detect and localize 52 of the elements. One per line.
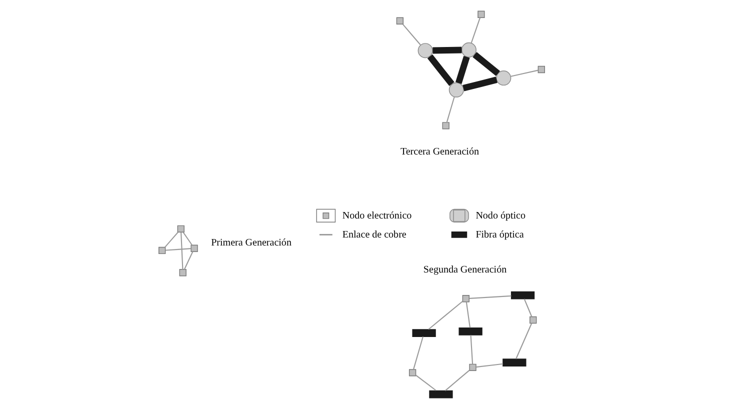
label: Tercera Generación xyxy=(400,146,478,158)
connector xyxy=(462,76,497,92)
node-box xyxy=(462,295,469,302)
legend-label: Fibra óptica xyxy=(475,229,524,240)
node-box xyxy=(408,369,416,376)
connector xyxy=(515,323,532,360)
connector xyxy=(475,363,502,368)
connector xyxy=(180,232,183,270)
legend-label: Nodo óptico xyxy=(475,210,526,222)
connector xyxy=(523,298,532,317)
legend-label: Enlace de cobre xyxy=(342,229,406,240)
connector xyxy=(468,295,511,299)
connector xyxy=(470,335,473,364)
node-box xyxy=(537,66,544,74)
connector xyxy=(510,70,538,77)
node-circle xyxy=(448,82,464,98)
node-circle xyxy=(460,42,476,58)
connector xyxy=(182,232,192,246)
connector xyxy=(470,17,480,44)
connector xyxy=(412,336,424,370)
node-box xyxy=(468,364,476,371)
connector xyxy=(402,24,421,46)
connector xyxy=(444,370,470,392)
label: Segunda Generación xyxy=(422,264,506,276)
connector xyxy=(472,52,500,76)
node-box xyxy=(158,246,166,254)
connector xyxy=(426,54,454,86)
label: Primera Generación xyxy=(210,237,291,248)
node-bar xyxy=(510,291,534,300)
connector xyxy=(165,248,191,251)
connector xyxy=(428,300,462,330)
node-bar xyxy=(428,390,452,398)
node-box xyxy=(477,10,484,18)
node-circle xyxy=(496,70,511,86)
connector xyxy=(183,252,193,270)
connector xyxy=(446,96,454,123)
connector xyxy=(432,46,462,54)
node-bar xyxy=(412,329,436,337)
node-box xyxy=(178,269,186,276)
legend-label: Nodo electrónico xyxy=(342,210,412,222)
node-box xyxy=(396,17,404,24)
node-box xyxy=(176,225,184,232)
node-box xyxy=(190,244,198,252)
connector xyxy=(465,302,470,328)
node-bar xyxy=(502,358,526,366)
connector xyxy=(415,374,436,391)
connector xyxy=(454,56,470,84)
node-bar xyxy=(458,327,482,336)
connector xyxy=(164,232,178,248)
node-circle xyxy=(417,43,432,58)
node-box xyxy=(529,316,536,324)
node-box xyxy=(442,122,449,130)
